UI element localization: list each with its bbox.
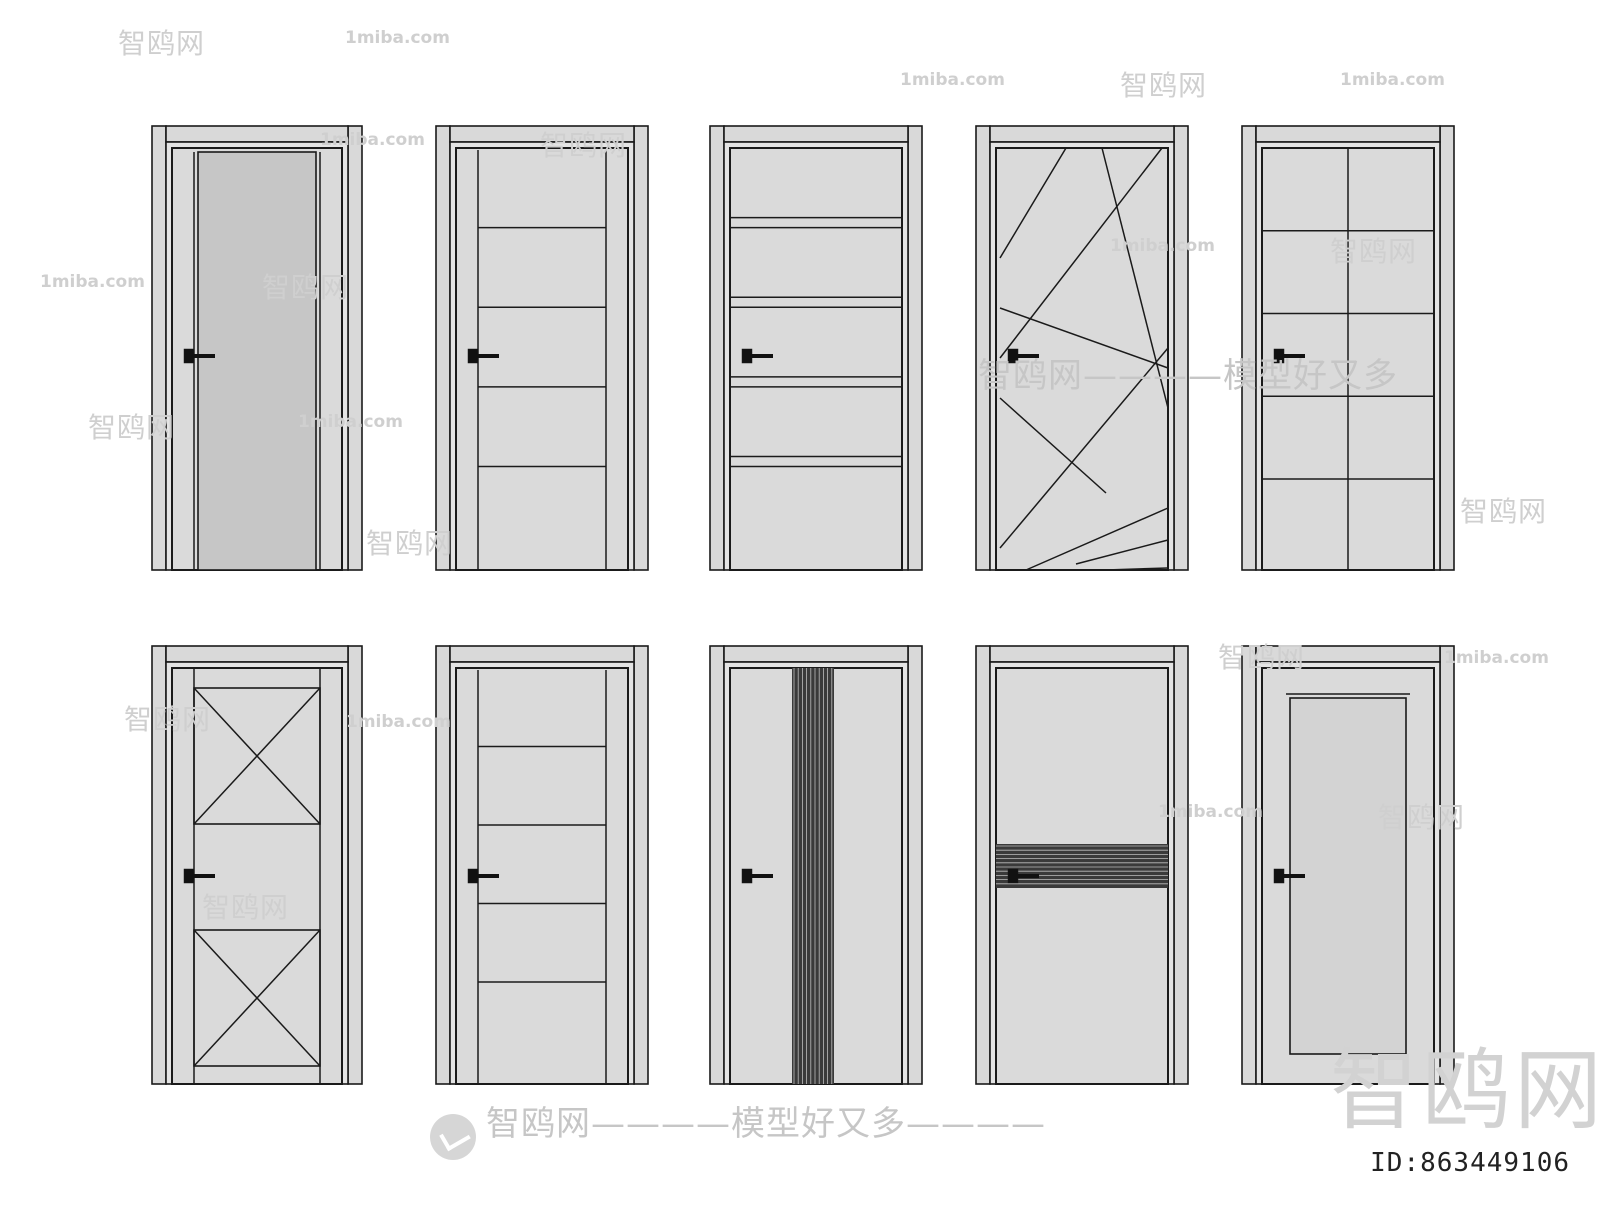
x-panel bbox=[193, 929, 321, 1067]
door-8 bbox=[709, 645, 923, 1085]
door-handle-icon bbox=[1273, 868, 1285, 884]
geometric-line bbox=[999, 147, 1067, 259]
geometric-line bbox=[999, 347, 1169, 549]
image-id-label: ID:863449106 bbox=[1370, 1148, 1570, 1178]
door-casing-left bbox=[975, 645, 991, 1085]
door-handle-icon bbox=[183, 868, 195, 884]
door-handle-icon bbox=[741, 348, 753, 364]
door-casing-right bbox=[347, 645, 363, 1085]
door-casing-left bbox=[151, 125, 167, 571]
door-casing-top bbox=[165, 645, 349, 663]
door-lever bbox=[1283, 874, 1305, 878]
door-3 bbox=[709, 125, 923, 571]
door-casing-right bbox=[907, 645, 923, 1085]
door-casing-top bbox=[989, 125, 1175, 143]
door-casing-right bbox=[633, 125, 649, 571]
geometric-line bbox=[1105, 567, 1169, 571]
door-lever bbox=[751, 874, 773, 878]
door-casing-left bbox=[435, 645, 451, 1085]
door-handle-icon bbox=[1007, 868, 1019, 884]
door-casing-right bbox=[1173, 645, 1189, 1085]
door-casing-left bbox=[975, 125, 991, 571]
door-7 bbox=[435, 645, 649, 1085]
door-handle-icon bbox=[741, 868, 753, 884]
geometric-line bbox=[999, 397, 1107, 494]
door-casing-top bbox=[1255, 645, 1441, 663]
door-4 bbox=[975, 125, 1189, 571]
door-2 bbox=[435, 125, 649, 571]
door-casing-right bbox=[1173, 125, 1189, 571]
geometric-line bbox=[1025, 507, 1169, 571]
door-lever bbox=[1283, 354, 1305, 358]
door-10 bbox=[1241, 645, 1455, 1085]
door-casing-right bbox=[1439, 125, 1455, 571]
door-handle-icon bbox=[467, 868, 479, 884]
door-leaf bbox=[729, 147, 903, 571]
x-brace-line bbox=[193, 929, 321, 1067]
door-5 bbox=[1241, 125, 1455, 571]
door-leaf bbox=[455, 147, 629, 571]
x-brace-line bbox=[193, 687, 321, 825]
door-lever bbox=[477, 354, 499, 358]
door-casing-left bbox=[709, 645, 725, 1085]
door-casing-right bbox=[1439, 645, 1455, 1085]
door-lever bbox=[751, 354, 773, 358]
door-lever bbox=[193, 354, 215, 358]
door-casing-left bbox=[435, 125, 451, 571]
door-casing-left bbox=[1241, 645, 1257, 1085]
glass-panel bbox=[197, 151, 317, 571]
door-handle-icon bbox=[1273, 348, 1285, 364]
door-casing-top bbox=[449, 125, 635, 143]
door-9 bbox=[975, 645, 1189, 1085]
door-6 bbox=[151, 645, 363, 1085]
door-handle-icon bbox=[467, 348, 479, 364]
door-handle-icon bbox=[183, 348, 195, 364]
x-panel bbox=[193, 687, 321, 825]
door-casing-top bbox=[1255, 125, 1441, 143]
door-casing-right bbox=[347, 125, 363, 571]
door-1 bbox=[151, 125, 363, 571]
door-casing-left bbox=[709, 125, 725, 571]
door-casing-right bbox=[633, 645, 649, 1085]
door-lever bbox=[193, 874, 215, 878]
door-lever bbox=[1017, 354, 1039, 358]
door-casing-top bbox=[723, 645, 909, 663]
geometric-line bbox=[1075, 539, 1169, 565]
door-casing-top bbox=[723, 125, 909, 143]
fluted-strip bbox=[792, 668, 834, 1084]
door-lever bbox=[1017, 874, 1039, 878]
fluted-band bbox=[996, 844, 1168, 888]
geometric-line bbox=[999, 307, 1169, 369]
geometric-line bbox=[999, 147, 1163, 359]
door-handle-icon bbox=[1007, 348, 1019, 364]
door-casing-left bbox=[1241, 125, 1257, 571]
brand-logo-icon bbox=[430, 1114, 476, 1160]
door-casing-top bbox=[449, 645, 635, 663]
door-casing-left bbox=[151, 645, 167, 1085]
door-casing-top bbox=[989, 645, 1175, 663]
door-lever bbox=[477, 874, 499, 878]
door-casing-top bbox=[165, 125, 349, 143]
door-casing-right bbox=[907, 125, 923, 571]
glass-panel bbox=[1289, 697, 1407, 1055]
